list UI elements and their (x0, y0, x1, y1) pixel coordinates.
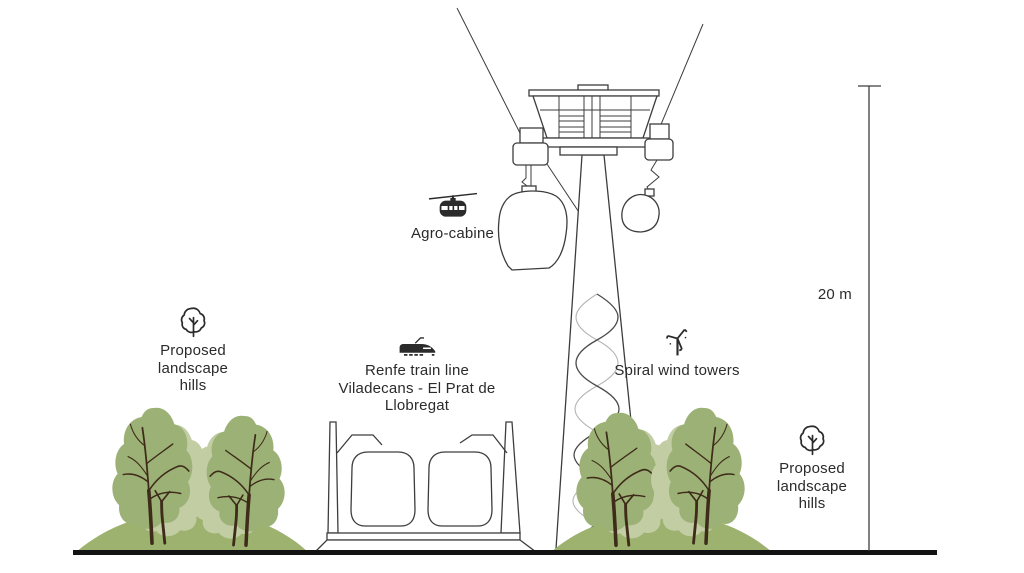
gondola-icon (428, 192, 477, 217)
hills-left-line: Proposed (160, 342, 226, 359)
hills-right-line: landscape (776, 477, 848, 495)
agro-cabine-text: Agro-cabine (410, 225, 495, 242)
hills-right-line: hills (798, 495, 826, 512)
tree (189, 413, 287, 547)
label-renfe-train-line: Renfe train line Viladecans - El Prat de… (307, 336, 527, 415)
train-label-line: Renfe train line (364, 362, 470, 379)
hills-left-line: landscape (157, 359, 229, 377)
hills-right-line: Proposed (779, 460, 845, 477)
grip-right (644, 123, 674, 194)
gondola-small (621, 188, 660, 233)
label-spiral-wind-towers: Spiral wind towers (597, 326, 757, 380)
train-label-line: Viladecans - El Prat de Llobregat (338, 379, 496, 415)
scale-bar (858, 85, 881, 551)
label-scale-20m: 20 m (790, 286, 852, 304)
label-proposed-hills-right: Proposed landscape hills (752, 424, 872, 513)
wind-label-text: Spiral wind towers (614, 362, 740, 379)
tree-icon (180, 307, 205, 338)
label-agro-cabine: Agro-cabine (385, 190, 520, 243)
train-portal (313, 421, 538, 553)
tower-head (526, 84, 660, 156)
ground-line (73, 550, 937, 555)
gondola-large (497, 185, 568, 271)
tree-icon (799, 425, 824, 456)
tree (651, 408, 745, 543)
hills-left-line: hills (179, 377, 207, 394)
train-icon (399, 337, 436, 356)
grip-left (512, 127, 549, 192)
scale-text: 20 m (817, 286, 852, 303)
label-proposed-hills-left: Proposed landscape hills (133, 306, 253, 395)
wind-turbine-icon (665, 328, 687, 356)
